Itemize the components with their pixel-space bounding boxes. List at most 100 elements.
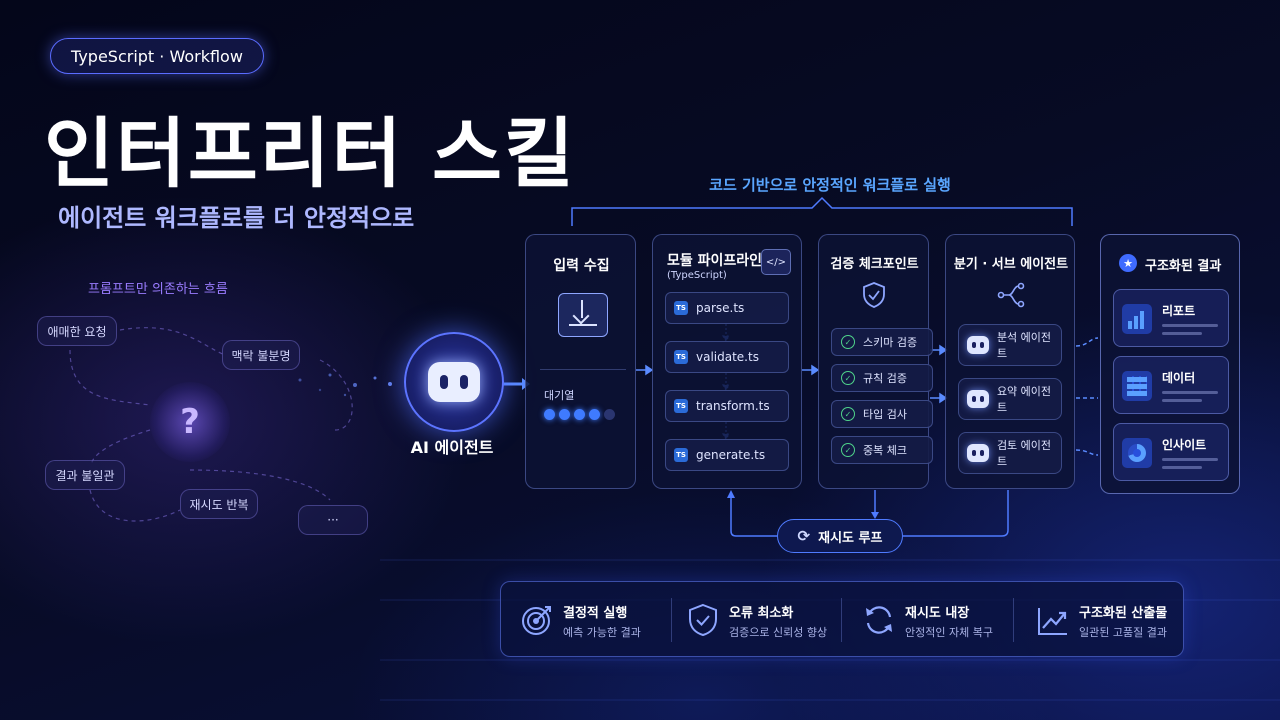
subagent-review[interactable]: 검토 에이전트 xyxy=(958,432,1062,474)
check-duplicates: ✓ 중복 체크 xyxy=(831,436,933,464)
text-placeholder-line xyxy=(1162,399,1202,402)
file-name: transform.ts xyxy=(696,399,770,413)
branch-card-title: 분기 · 서브 에이전트 xyxy=(953,257,1069,272)
file-name: validate.ts xyxy=(696,350,759,364)
ai-agent-node[interactable] xyxy=(404,332,504,432)
file-generate[interactable]: TS generate.ts xyxy=(665,439,789,471)
typescript-file-icon: TS xyxy=(674,448,688,462)
pill-more: ··· xyxy=(298,505,368,535)
queue-dot xyxy=(544,409,555,420)
pipeline-card-subtitle: (TypeScript) xyxy=(667,270,727,281)
page-subtitle: 에이전트 워크플로를 더 안정적으로 xyxy=(58,204,415,232)
pie-chart-icon xyxy=(1122,438,1152,468)
prompt-flow-caption: 프롬프트만 의존하는 흐름 xyxy=(88,282,228,297)
grid-icon xyxy=(1122,371,1152,401)
file-transform[interactable]: TS transform.ts xyxy=(665,390,789,422)
result-insight[interactable]: 인사이트 xyxy=(1113,423,1229,481)
divider xyxy=(540,369,626,370)
target-icon xyxy=(519,602,555,638)
check-circle-icon: ✓ xyxy=(841,371,855,385)
robot-icon xyxy=(967,390,989,408)
retry-loop-button[interactable]: ⟳ 재시도 루프 xyxy=(777,519,903,553)
result-report[interactable]: 리포트 xyxy=(1113,289,1229,347)
check-types: ✓타입 검사 xyxy=(831,400,933,428)
queue-dot-empty xyxy=(604,409,615,420)
benefit-title: 오류 최소화 xyxy=(729,606,794,621)
subagent-analysis[interactable]: 분석 에이전트 xyxy=(958,324,1062,366)
check-label: 타입 검사 xyxy=(863,408,907,421)
pipeline-card-title: 모듈 파이프라인 xyxy=(667,253,763,269)
file-name: generate.ts xyxy=(696,448,766,462)
file-name: parse.ts xyxy=(696,301,745,315)
results-card-title: 구조화된 결과 xyxy=(1145,259,1222,274)
benefit-subtitle: 검증으로 신뢰성 향상 xyxy=(729,626,828,639)
benefit-deterministic: 결정적 실행 예측 가능한 결과 xyxy=(501,582,671,658)
divider xyxy=(1013,598,1014,642)
text-placeholder-line xyxy=(1162,458,1218,461)
benefit-title: 재시도 내장 xyxy=(905,606,970,621)
benefit-retry-builtin: 재시도 내장 안정적인 자체 복구 xyxy=(843,582,1013,658)
file-validate[interactable]: TS validate.ts xyxy=(665,341,789,373)
text-placeholder-line xyxy=(1162,391,1218,394)
bar-chart-icon xyxy=(1122,304,1152,334)
typescript-file-icon: TS xyxy=(674,399,688,413)
check-circle-icon: ✓ xyxy=(841,335,855,349)
structured-results-card[interactable]: ★ 구조화된 결과 리포트 데이터 인사이트 xyxy=(1100,234,1240,494)
result-label: 데이터 xyxy=(1162,371,1196,385)
queue-dot xyxy=(559,409,570,420)
workflow-caption: 코드 기반으로 안정적인 워크플로 실행 xyxy=(709,176,951,194)
queue-dot xyxy=(589,409,600,420)
pill-ambiguous-request: 애매한 요청 xyxy=(37,316,117,346)
robot-icon xyxy=(967,336,989,354)
robot-icon xyxy=(428,362,480,402)
refresh-icon xyxy=(861,602,897,638)
divider xyxy=(841,598,842,642)
pill-unclear-context: 맥락 불분명 xyxy=(222,340,300,370)
benefit-error-minimization: 오류 최소화 검증으로 신뢰성 향상 xyxy=(667,582,837,658)
benefit-title: 결정적 실행 xyxy=(563,606,628,621)
module-pipeline-card[interactable]: 모듈 파이프라인 (TypeScript) </> TS parse.ts TS v… xyxy=(652,234,802,489)
shield-check-icon xyxy=(685,602,721,638)
subagent-summary[interactable]: 요약 에이전트 xyxy=(958,378,1062,420)
subagent-label: 검토 에이전트 xyxy=(996,439,1052,468)
text-placeholder-line xyxy=(1162,332,1202,335)
queue-dot xyxy=(574,409,585,420)
benefit-subtitle: 일관된 고품질 결과 xyxy=(1079,626,1167,639)
queue-label: 대기열 xyxy=(544,389,575,402)
page-title: 인터프리터 스킬 xyxy=(44,109,576,198)
check-label: 규칙 검증 xyxy=(863,372,907,385)
check-schema: ✓ 스키마 검증 xyxy=(831,328,933,356)
result-label: 인사이트 xyxy=(1162,438,1207,452)
result-label: 리포트 xyxy=(1162,304,1196,318)
check-label: 스키마 검증 xyxy=(863,336,918,349)
benefit-structured-output: 구조화된 산출물 일관된 고품질 결과 xyxy=(1017,582,1187,658)
input-card-title: 입력 수집 xyxy=(553,258,610,274)
star-icon: ★ xyxy=(1119,254,1137,272)
queue-indicator xyxy=(544,409,615,420)
check-rules: ✓ 규칙 검증 xyxy=(831,364,933,392)
branch-subagent-card[interactable]: 분기 · 서브 에이전트 분석 에이전트 요약 에이전트 검토 에이전트 xyxy=(945,234,1075,489)
code-icon: </> xyxy=(761,249,791,275)
branch-icon xyxy=(996,281,1026,309)
pill-inconsistent-result: 결과 불일관 xyxy=(45,460,125,490)
benefits-bar: 결정적 실행 예측 가능한 결과 오류 최소화 검증으로 신뢰성 향상 재시도 … xyxy=(500,581,1184,657)
typescript-file-icon: TS xyxy=(674,301,688,315)
ai-agent-label: AI 에이전트 xyxy=(410,438,494,457)
trend-up-icon xyxy=(1035,602,1071,638)
pill-repeated-retry: 재시도 반복 xyxy=(180,489,258,519)
subagent-label: 분석 에이전트 xyxy=(996,331,1052,360)
validation-checkpoint-card[interactable]: 검증 체크포인트 ✓스키마 검증 ✓규칙 검증 ✓타입 검사 ✓중복 체크 xyxy=(818,234,933,489)
typescript-file-icon: TS xyxy=(674,350,688,364)
check-label: 중복 체크 xyxy=(863,444,907,457)
file-parse[interactable]: TS parse.ts xyxy=(665,292,789,324)
topic-badge: TypeScript · Workflow xyxy=(50,38,264,74)
result-data[interactable]: 데이터 xyxy=(1113,356,1229,414)
question-mark-icon: ? xyxy=(150,382,230,462)
download-tray-icon xyxy=(558,293,608,337)
check-circle-icon: ✓ xyxy=(841,443,855,457)
refresh-icon: ⟳ xyxy=(797,527,811,545)
input-collection-card[interactable]: 입력 수집 대기열 xyxy=(525,234,636,489)
text-placeholder-line xyxy=(1162,466,1202,469)
benefit-subtitle: 안정적인 자체 복구 xyxy=(905,626,993,639)
retry-loop-label: 재시도 루프 xyxy=(818,530,883,546)
